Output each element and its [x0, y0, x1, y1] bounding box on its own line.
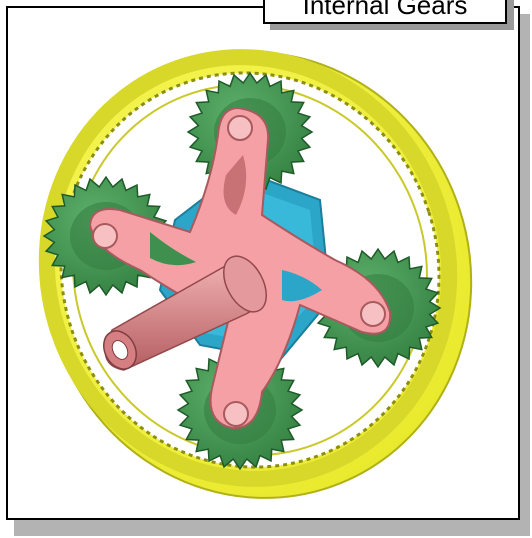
- figure-caption: Internal Gears: [263, 0, 507, 24]
